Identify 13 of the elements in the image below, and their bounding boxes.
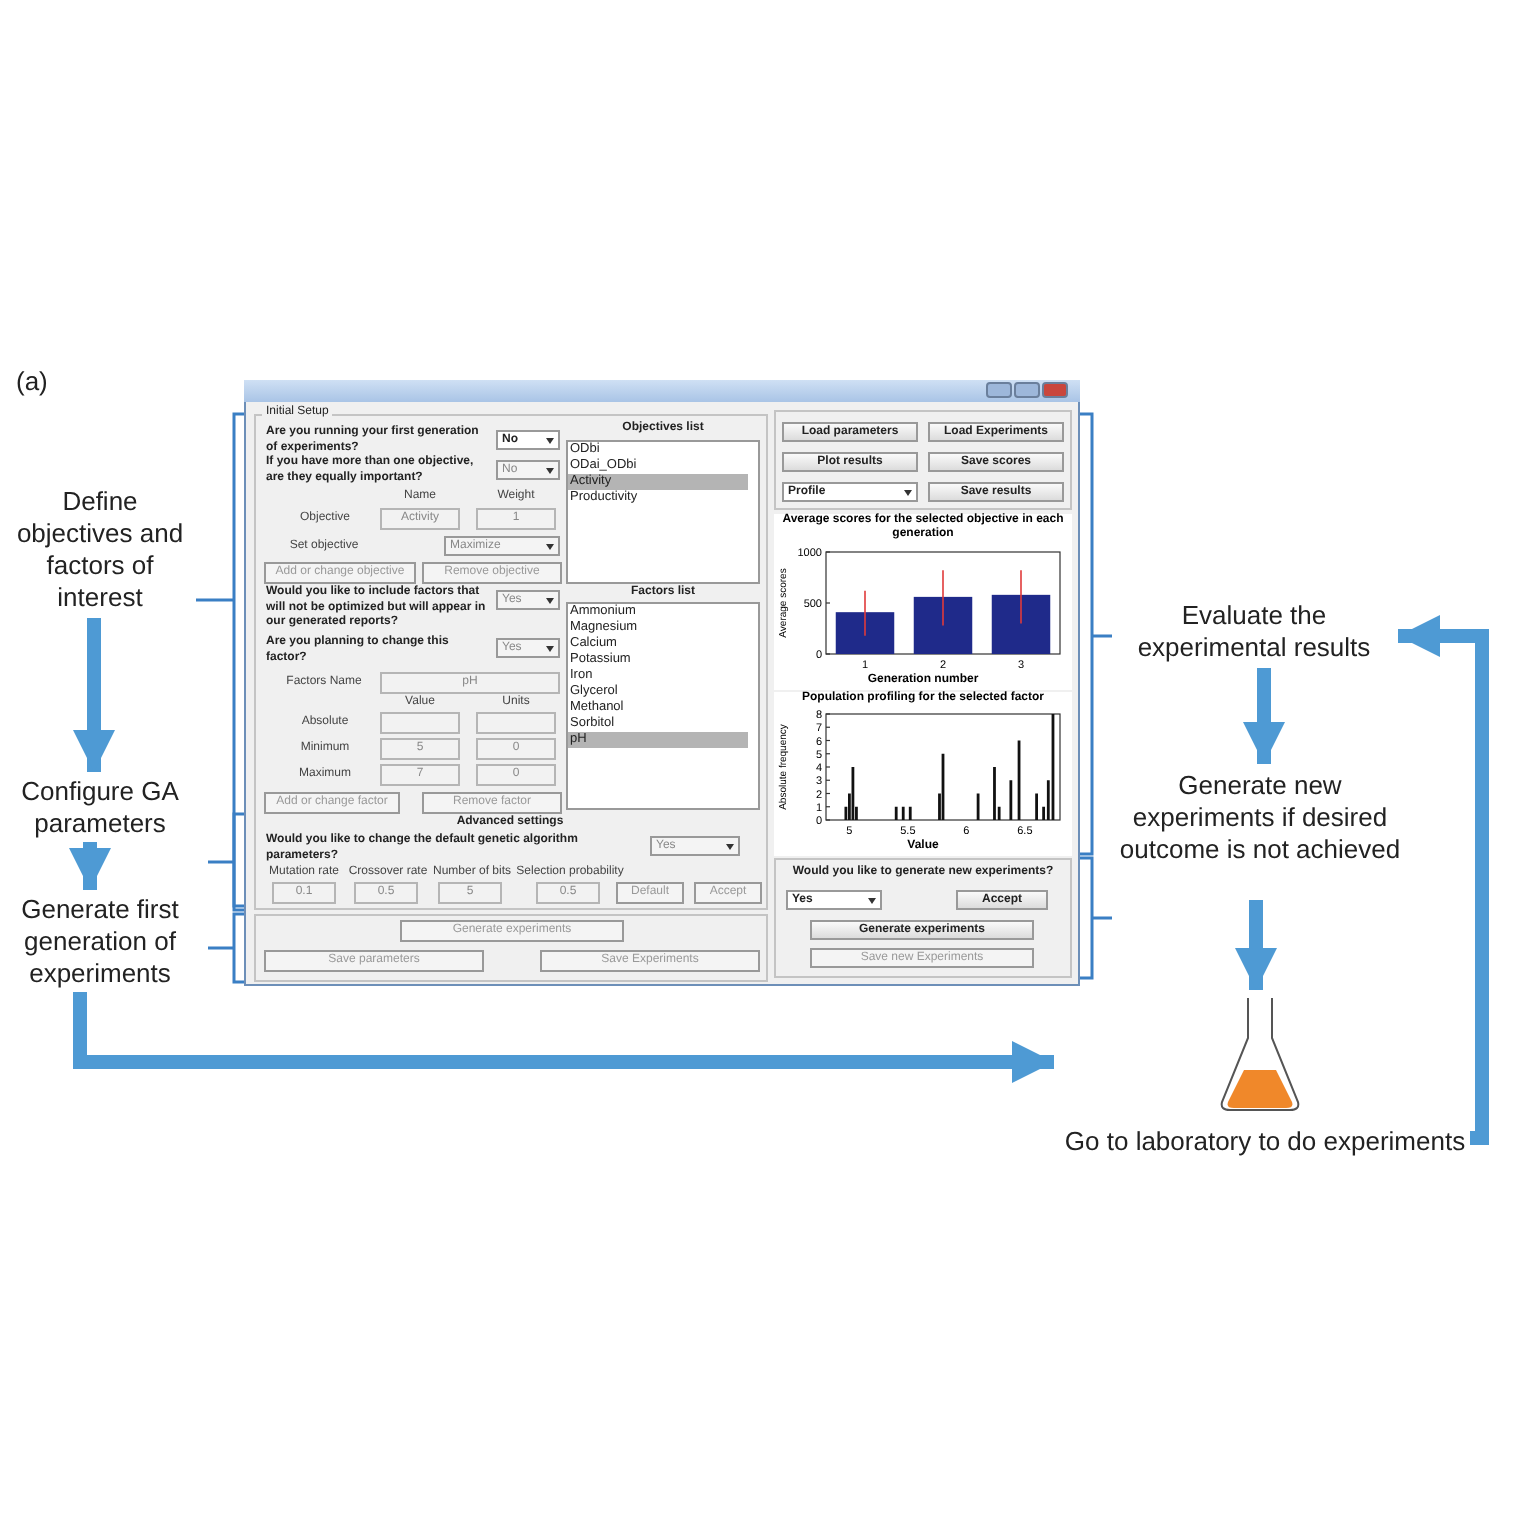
step-label: Define objectives and factors of interest	[8, 486, 192, 614]
block-arrow	[73, 992, 1054, 1083]
step-label: Configure GA parameters	[0, 776, 200, 840]
block-arrow	[1235, 900, 1277, 990]
block-arrow	[1398, 615, 1489, 1145]
block-arrow	[73, 618, 115, 772]
step-label: Evaluate the experimental results	[1114, 600, 1394, 664]
block-arrow	[1243, 668, 1285, 764]
panel-letter: (a)	[16, 366, 50, 398]
step-label: Generate new experiments if desired outcome is not achieved	[1110, 770, 1410, 898]
step-label: Generate first generation of experiments	[0, 894, 200, 990]
block-arrow	[69, 842, 111, 890]
step-label: Go to laboratory to do experiments	[1062, 1126, 1468, 1158]
